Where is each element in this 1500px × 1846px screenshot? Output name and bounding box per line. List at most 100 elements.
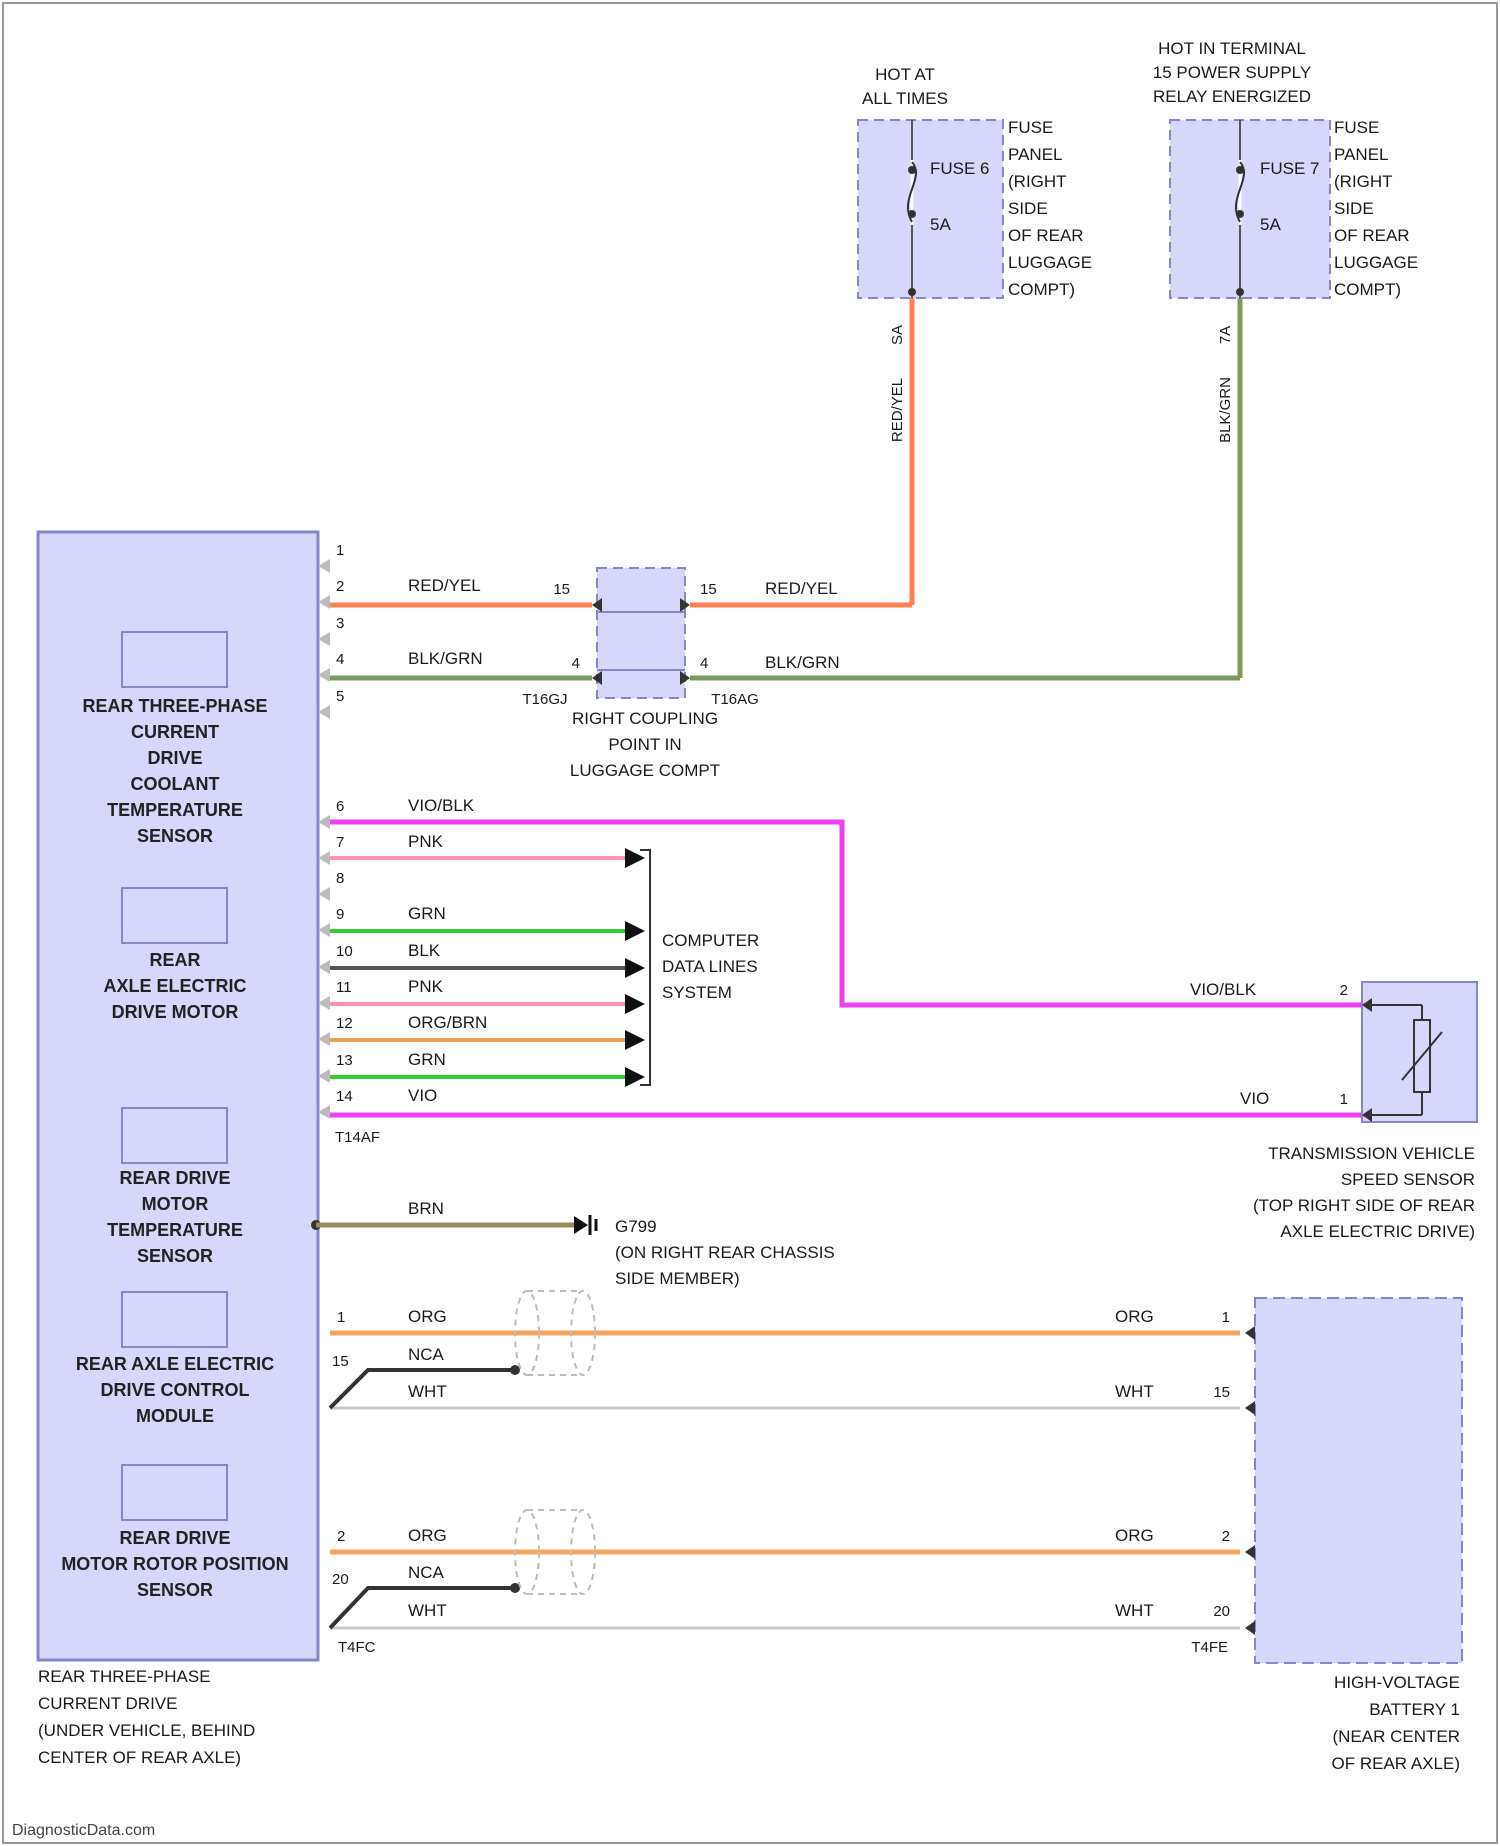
footer-watermark: DiagnosticData.com	[12, 1822, 155, 1840]
svg-text:FUSE: FUSE	[1008, 118, 1053, 137]
fuse1-wire-label: RED/YEL	[889, 378, 906, 442]
fuse1-side-label: FUSE PANEL (RIGHT SIDE OF REAR LUGGAGE C…	[1008, 118, 1092, 299]
computer-data-lines-caption: COMPUTER DATA LINES SYSTEM	[662, 931, 759, 1002]
pin-4-number: 4	[336, 651, 344, 668]
svg-text:CENTER OF REAR AXLE): CENTER OF REAR AXLE)	[38, 1748, 241, 1767]
svg-text:SIDE: SIDE	[1334, 199, 1374, 218]
svg-text:MOTOR ROTOR POSITION: MOTOR ROTOR POSITION	[61, 1554, 288, 1574]
pin-6-terminal-icon	[318, 815, 330, 829]
svg-text:SPEED SENSOR: SPEED SENSOR	[1341, 1170, 1475, 1189]
data-line-arrows	[625, 848, 645, 1087]
right-coupling-point	[592, 568, 690, 698]
fuse2-rating: 5A	[1260, 215, 1281, 234]
hv2-left-pin-2: 2	[337, 1528, 345, 1545]
pin-10-wire-label: BLK	[408, 941, 441, 960]
transmission-vehicle-speed-sensor	[1362, 982, 1477, 1122]
hv-right-connector: T4FE	[1191, 1639, 1228, 1656]
svg-text:DRIVE: DRIVE	[147, 748, 202, 768]
pin-12-number: 12	[336, 1015, 353, 1032]
pin-12-wire-label: ORG/BRN	[408, 1013, 487, 1032]
pin-12-terminal-icon	[318, 1032, 330, 1046]
svg-text:TEMPERATURE: TEMPERATURE	[107, 1220, 243, 1240]
pin-14-number: 14	[336, 1088, 353, 1105]
pin-8-number: 8	[336, 870, 344, 887]
fuse2-header-1: HOT IN TERMINAL	[1158, 39, 1306, 58]
pin-7-terminal-icon	[318, 851, 330, 865]
svg-text:CURRENT: CURRENT	[131, 722, 219, 742]
svg-text:(NEAR CENTER: (NEAR CENTER	[1332, 1727, 1460, 1746]
svg-text:LUGGAGE COMPT: LUGGAGE COMPT	[570, 761, 720, 780]
hv2-right-pin-2: 2	[1222, 1528, 1230, 1545]
svg-text:HIGH-VOLTAGE: HIGH-VOLTAGE	[1334, 1673, 1460, 1692]
coupling-right-wire-2: BLK/GRN	[765, 653, 840, 672]
svg-text:COOLANT: COOLANT	[131, 774, 220, 794]
svg-text:FUSE: FUSE	[1334, 118, 1379, 137]
pin-2-number: 2	[336, 578, 344, 595]
hv-left-connector: T4FC	[338, 1639, 376, 1656]
pin-9-terminal-icon	[318, 923, 330, 937]
svg-text:MOTOR: MOTOR	[142, 1194, 209, 1214]
pin-7-wire-label: PNK	[408, 832, 444, 851]
fuse1-header-1: HOT AT	[875, 65, 935, 84]
ground-name: G799	[615, 1217, 657, 1236]
speed-sensor-pin-1: 1	[1340, 1091, 1348, 1108]
fuse1-rating: 5A	[930, 215, 951, 234]
svg-text:POINT IN: POINT IN	[608, 735, 681, 754]
coupling-caption: RIGHT COUPLING POINT IN LUGGAGE COMPT	[570, 709, 720, 780]
pin-7-number: 7	[336, 834, 344, 851]
svg-text:SENSOR: SENSOR	[137, 1580, 213, 1600]
fuse1-box	[858, 120, 1003, 298]
hv2-right-wire-wht: WHT	[1115, 1601, 1154, 1620]
pin-6-wire-label: VIO/BLK	[408, 796, 475, 815]
svg-text:SENSOR: SENSOR	[137, 826, 213, 846]
hv1-right-pin-1: 1	[1222, 1309, 1230, 1326]
svg-text:(RIGHT: (RIGHT	[1008, 172, 1067, 191]
wire-pin6-vio-blk	[330, 822, 1362, 1005]
fuse1-header-2: ALL TIMES	[862, 89, 948, 108]
svg-text:REAR AXLE ELECTRIC: REAR AXLE ELECTRIC	[76, 1354, 274, 1374]
svg-text:COMPT): COMPT)	[1008, 280, 1075, 299]
pin-2-terminal-icon	[318, 595, 330, 609]
fuse2-side-label: FUSE PANEL (RIGHT SIDE OF REAR LUGGAGE C…	[1334, 118, 1418, 299]
svg-text:(TOP RIGHT SIDE OF REAR: (TOP RIGHT SIDE OF REAR	[1253, 1196, 1475, 1215]
pin-8-terminal-icon	[318, 887, 330, 901]
fuse2-header-3: RELAY ENERGIZED	[1153, 87, 1311, 106]
svg-text:(UNDER VEHICLE, BEHIND: (UNDER VEHICLE, BEHIND	[38, 1721, 255, 1740]
hv1-wire-nca: NCA	[408, 1345, 445, 1364]
pin-3-number: 3	[336, 615, 344, 632]
svg-text:REAR DRIVE: REAR DRIVE	[119, 1528, 230, 1548]
fuse2-name: FUSE 7	[1260, 159, 1320, 178]
connector-t14af-name: T14AF	[335, 1129, 380, 1146]
rear-three-phase-current-drive-caption: REAR THREE-PHASE CURRENT DRIVE (UNDER VE…	[38, 1667, 255, 1767]
coupling-left-pin-15: 15	[553, 581, 570, 598]
svg-text:DRIVE CONTROL: DRIVE CONTROL	[100, 1380, 249, 1400]
pin-11-wire-label: PNK	[408, 977, 444, 996]
fuse1-name: FUSE 6	[930, 159, 990, 178]
pin-11-number: 11	[336, 979, 352, 996]
hv1-left-pin-1: 1	[337, 1309, 345, 1326]
svg-text:TRANSMISSION VEHICLE: TRANSMISSION VEHICLE	[1268, 1144, 1475, 1163]
hv2-right-pin-20: 20	[1213, 1603, 1230, 1620]
svg-text:BATTERY 1: BATTERY 1	[1369, 1700, 1460, 1719]
pin-5-number: 5	[336, 688, 344, 705]
hv2-wire-org: ORG	[408, 1526, 447, 1545]
ground-symbol-icon	[574, 1215, 596, 1235]
svg-text:LUGGAGE: LUGGAGE	[1334, 253, 1418, 272]
hv1-right-wire-org: ORG	[1115, 1307, 1154, 1326]
coupling-right-pin-15: 15	[700, 581, 717, 598]
svg-text:DRIVE MOTOR: DRIVE MOTOR	[112, 1002, 239, 1022]
pin-4-terminal-icon	[318, 668, 330, 682]
svg-text:REAR THREE-PHASE: REAR THREE-PHASE	[38, 1667, 211, 1686]
svg-text:(RIGHT: (RIGHT	[1334, 172, 1393, 191]
battery-connector-arrows	[1245, 1326, 1255, 1635]
ground-wire-label: BRN	[408, 1199, 444, 1218]
pin-2-wire-label: RED/YEL	[408, 576, 481, 595]
svg-text:TEMPERATURE: TEMPERATURE	[107, 800, 243, 820]
svg-text:LUGGAGE: LUGGAGE	[1008, 253, 1092, 272]
pin-3-terminal-icon	[318, 632, 330, 646]
pin-6-number: 6	[336, 798, 344, 815]
hv1-right-pin-15: 15	[1213, 1384, 1230, 1401]
speed-sensor-wire-2: VIO/BLK	[1190, 980, 1257, 999]
hv2-wire-nca: NCA	[408, 1563, 445, 1582]
